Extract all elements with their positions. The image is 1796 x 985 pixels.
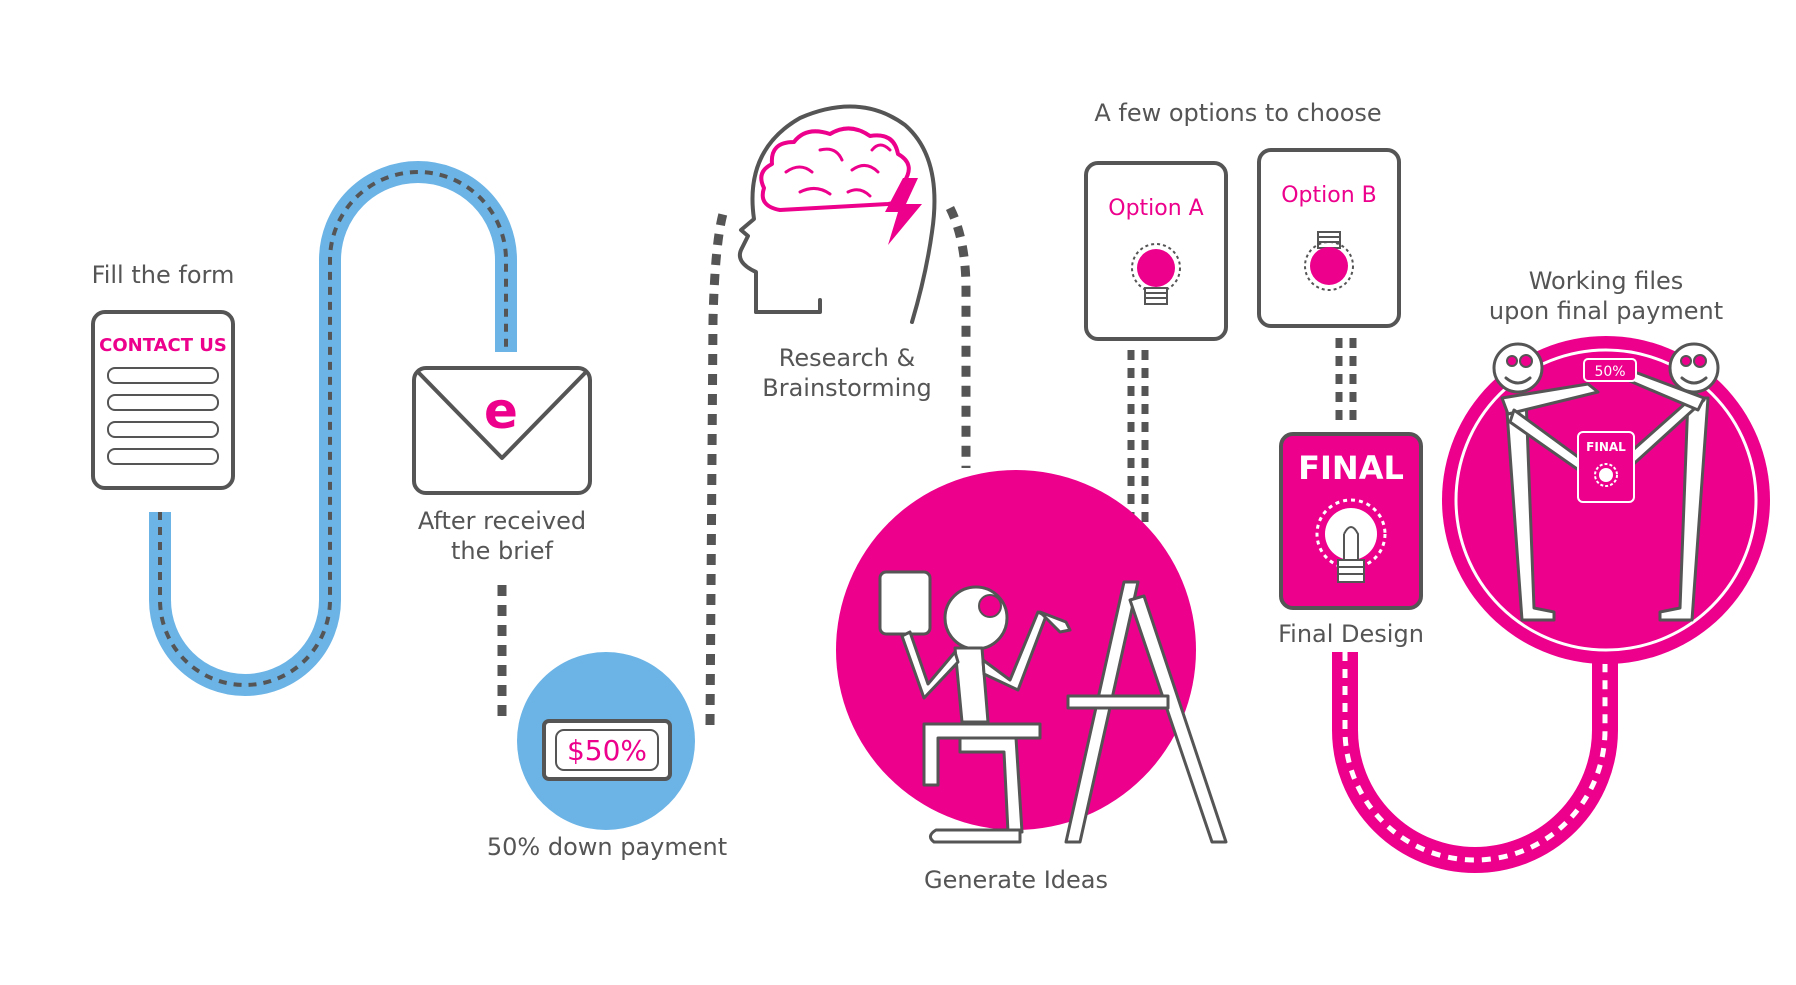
options-heading: A few options to choose [1094, 99, 1381, 127]
final-label: Final Design [1278, 620, 1424, 648]
final-card-title: FINAL [1298, 449, 1404, 487]
form-field-line [107, 421, 219, 438]
dotted-connector-payment-research [705, 208, 729, 726]
payment-tag-label: 50% [1594, 364, 1625, 380]
envelope-letter: e [484, 382, 518, 440]
dotted-connector-optiona-ideas [1127, 350, 1149, 528]
final-mini-card-label: FINAL [1586, 440, 1626, 454]
option-b-card: Option B [1257, 148, 1401, 328]
files-label-line1: Working files [1529, 267, 1684, 295]
lightbulb-icon [1304, 231, 1354, 291]
ideas-label: Generate Ideas [924, 866, 1108, 894]
payment-tag: 50% [1583, 358, 1637, 382]
brief-label-line1: After received [418, 507, 586, 535]
option-a-card: Option A [1084, 161, 1228, 341]
blue-road-connector [149, 161, 517, 696]
form-field-line [107, 448, 219, 465]
research-label-line2: Brainstorming [762, 374, 931, 402]
payment-label: 50% down payment [487, 833, 727, 861]
envelope-icon: e [412, 366, 592, 495]
brain-icon [737, 104, 937, 324]
option-b-label: Option B [1281, 183, 1377, 208]
fill-form-label: Fill the form [92, 261, 235, 289]
pink-road-connector [1332, 652, 1618, 873]
lightbulb-icon [1594, 463, 1618, 487]
files-label-line2: upon final payment [1489, 297, 1723, 325]
files-circle-ring [1454, 348, 1758, 652]
artist-icon [878, 570, 1228, 844]
money-icon: $50% [542, 719, 672, 781]
form-icon: CONTACT US [91, 310, 235, 490]
option-a-label: Option A [1108, 196, 1203, 221]
lightbulb-icon [1315, 498, 1387, 583]
brief-label-line2: the brief [451, 537, 554, 565]
dotted-connector-optionb-final [1335, 338, 1357, 428]
form-field-line [107, 367, 219, 384]
form-card-title: CONTACT US [99, 335, 227, 356]
form-field-line [107, 394, 219, 411]
dotted-connector-research-ideas [945, 205, 971, 468]
final-card: FINAL [1279, 432, 1423, 610]
final-mini-card: FINAL [1577, 431, 1635, 503]
lightbulb-icon [1131, 243, 1181, 305]
research-label-line1: Research & [779, 344, 915, 372]
payment-badge: $50% [567, 734, 647, 767]
exchange-icon [1492, 342, 1720, 622]
